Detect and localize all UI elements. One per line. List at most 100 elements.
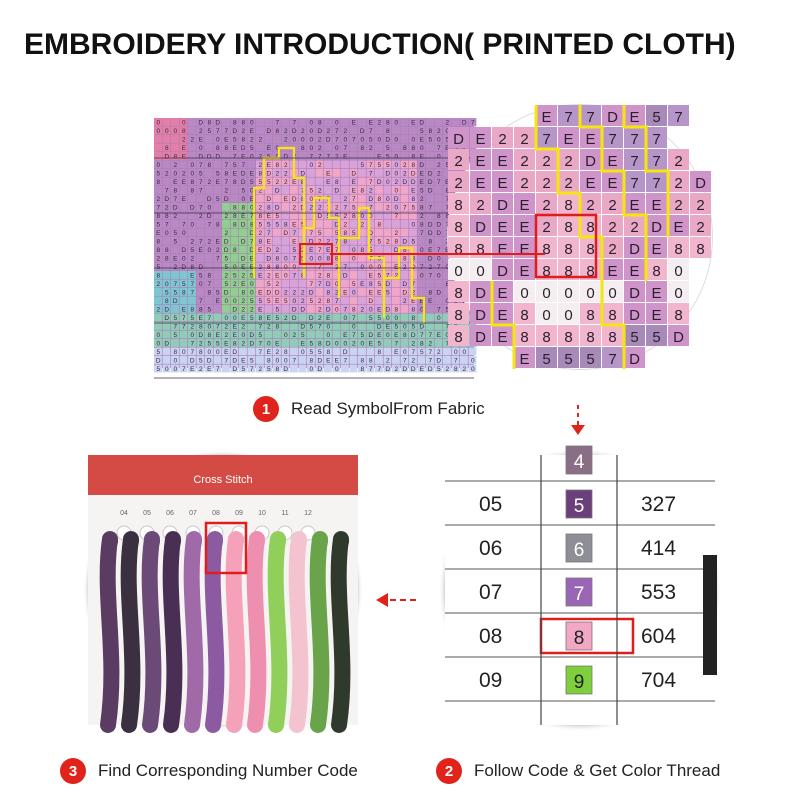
pattern-cell [392,186,400,194]
pattern-cell [400,152,409,160]
pattern-cell [264,169,273,177]
zoom-symbol: 7 [608,351,616,368]
pattern-cell [324,296,332,305]
pattern-cell [315,330,324,339]
pattern-cell [349,245,358,254]
pattern-symbol: 5 [207,341,211,348]
pattern-cell [154,271,162,279]
pattern-symbol: E [292,179,297,186]
pattern-cell [298,220,307,228]
pattern-cell [332,364,341,373]
zoom-symbol: 5 [586,351,594,368]
pattern-symbol: 0 [377,137,381,144]
pattern-cell [239,143,247,152]
pattern-symbol: 8 [233,179,237,186]
thread-hole-number: 06 [166,510,174,517]
pattern-symbol: D [385,137,390,144]
pattern-cell [426,296,434,305]
pattern-cell [154,313,162,322]
pattern-symbol: 0 [165,366,169,373]
legend-symbol: 4 [574,452,585,473]
pattern-cell [409,203,417,211]
pattern-cell [273,245,281,254]
zoom-symbol: D [475,285,486,302]
pattern-cell [341,305,349,313]
pattern-cell [205,126,213,135]
pattern-cell [324,288,332,296]
pattern-cell [426,118,434,126]
pattern-symbol: 5 [275,213,279,220]
zoom-cell [558,347,579,368]
pattern-cell [307,135,315,143]
pattern-cell [366,330,375,339]
pattern-symbol: 5 [156,366,160,373]
pattern-cell [256,143,264,152]
pattern-cell [205,118,213,126]
pattern-symbol: D [428,230,433,237]
pattern-symbol: 8 [258,213,262,220]
pattern-cell [443,322,451,330]
pattern-cell [349,296,358,305]
pattern-cell [162,254,171,262]
pattern-cell [392,356,400,364]
pattern-cell [341,237,349,245]
thread-knot [333,532,349,550]
pattern-symbol: 2 [199,213,203,220]
pattern-cell [307,330,315,339]
pattern-cell [154,211,162,220]
pattern-cell [171,356,179,364]
pattern-symbol: 0 [360,213,364,220]
pattern-symbol: 5 [360,162,364,169]
pattern-cell [290,186,298,194]
pattern-symbol: D [207,196,212,203]
pattern-cell [154,347,162,356]
pattern-symbol: D [428,179,433,186]
pattern-symbol: 2 [445,120,449,127]
pattern-cell [409,194,417,203]
pattern-symbol: D [207,154,212,161]
pattern-cell [213,194,222,203]
pattern-cell [341,296,349,305]
pattern-symbol: 2 [199,366,203,373]
pattern-symbol: 0 [309,145,313,152]
pattern-cell [383,288,392,296]
zoom-symbol: D [475,219,486,236]
pattern-symbol: 0 [394,120,398,127]
pattern-cell [426,305,434,313]
pattern-symbol: 5 [173,239,177,246]
pattern-symbol: 8 [335,179,339,186]
pattern-symbol: 8 [233,120,237,127]
pattern-symbol: 2 [165,171,169,178]
step-2-label: Follow Code & Get Color Thread [474,761,721,780]
zoom-symbol: 8 [696,241,704,258]
pattern-cell [205,160,213,169]
zoom-symbol: 2 [564,153,572,170]
pattern-symbol: 2 [173,162,177,169]
pattern-cell [179,296,188,305]
pattern-cell [154,245,162,254]
zoom-symbol: E [629,197,639,214]
zoom-cell [558,215,579,236]
pattern-cell [434,169,443,177]
pattern-cell [247,288,256,296]
pattern-cell [273,347,281,356]
pattern-symbol: 8 [411,154,415,161]
pattern-cell [290,279,298,288]
pattern-cell [434,135,443,143]
pattern-cell [298,177,307,186]
zoom-cell [448,325,469,346]
pattern-symbol: 5 [309,341,313,348]
pattern-symbol: 0 [190,332,194,339]
pattern-cell [375,194,383,203]
pattern-symbol: 2 [275,171,279,178]
zoom-cell [602,149,623,170]
zoom-symbol: 8 [564,241,572,258]
pattern-symbol: 0 [156,341,160,348]
pattern-cell [392,237,400,245]
pattern-cell [298,262,307,271]
pattern-symbol: 0 [352,290,356,297]
pattern-symbol: 2 [386,358,390,365]
pattern-symbol: 7 [224,128,228,135]
pattern-cell [366,126,375,135]
pattern-symbol: 5 [250,315,254,322]
